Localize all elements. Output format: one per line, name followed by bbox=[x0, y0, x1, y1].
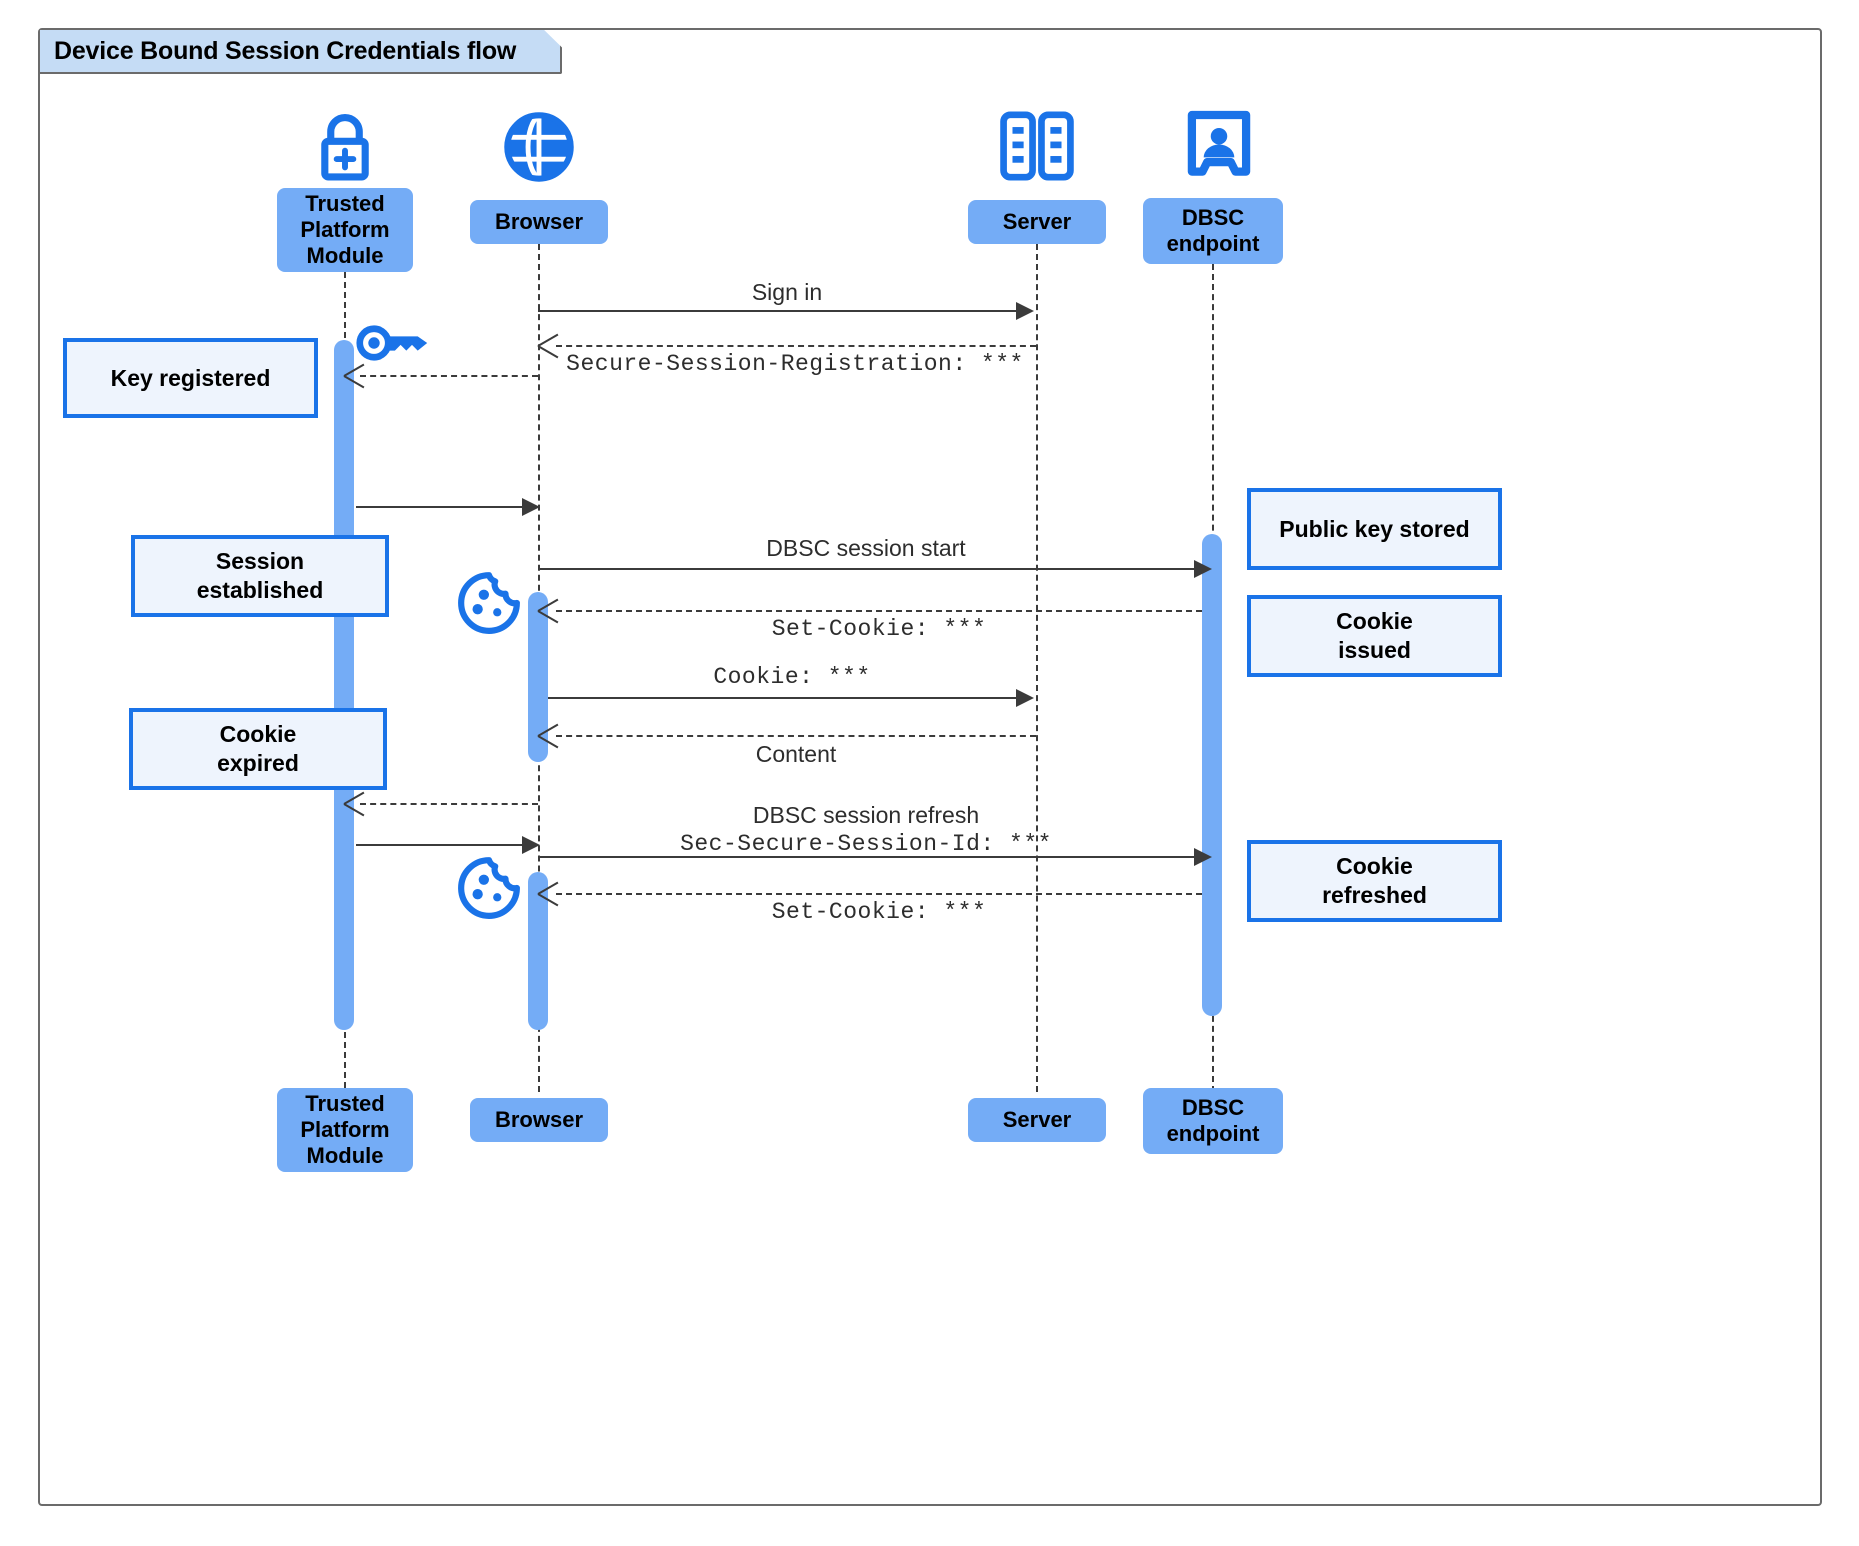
page-title: Device Bound Session Credentials flow bbox=[54, 36, 517, 65]
arrow-head-dbsc-session-start bbox=[1194, 560, 1212, 578]
message-line-sign-in bbox=[538, 310, 1016, 312]
arrow-head-sign-in bbox=[1016, 302, 1034, 320]
message-line-content bbox=[556, 735, 1036, 737]
participant-tpm-bottom[interactable]: Trusted Platform Module bbox=[277, 1088, 413, 1172]
participant-label: Server bbox=[1002, 1107, 1072, 1133]
participant-tpm-top[interactable]: Trusted Platform Module bbox=[277, 188, 413, 272]
participant-dbsc-bottom[interactable]: DBSC endpoint bbox=[1143, 1088, 1283, 1154]
message-line-set-cookie-1 bbox=[556, 610, 1202, 612]
message-line-dbsc-session-refresh bbox=[538, 856, 1194, 858]
lifeline-server bbox=[1036, 244, 1038, 1092]
participant-label: DBSC endpoint bbox=[1166, 1095, 1260, 1146]
participant-browser-top[interactable]: Browser bbox=[470, 200, 608, 244]
message-line-set-cookie-2 bbox=[556, 893, 1202, 895]
arrow-head-refresh-sign-request bbox=[344, 793, 364, 813]
arrow-head-set-cookie-1 bbox=[538, 600, 558, 620]
participant-browser-bottom[interactable]: Browser bbox=[470, 1098, 608, 1142]
arrow-head-content bbox=[538, 725, 558, 745]
message-line-cookie bbox=[548, 697, 1016, 699]
message-label-dbsc-session-start: DBSC session start bbox=[766, 535, 966, 561]
cookie-icon bbox=[456, 855, 522, 921]
note-text: Key registered bbox=[110, 364, 271, 391]
message-label-cookie: Cookie: *** bbox=[713, 664, 871, 690]
message-label-line-2: Sec-Secure-Session-Id: *** bbox=[680, 830, 1052, 857]
cookie-icon bbox=[456, 570, 522, 636]
note-text: Public key stored bbox=[1279, 515, 1470, 542]
message-line-refresh-signature bbox=[356, 844, 522, 846]
message-line-dbsc-session-start bbox=[538, 568, 1194, 570]
globe-icon bbox=[500, 108, 578, 186]
activation-dbsc bbox=[1202, 534, 1222, 1016]
arrow-head-set-cookie-2 bbox=[538, 883, 558, 903]
note-cookie-expired: Cookie expired bbox=[129, 708, 387, 790]
participant-label: Browser bbox=[494, 1107, 584, 1133]
message-label-sign-in: Sign in bbox=[751, 279, 823, 305]
activation-browser-2 bbox=[528, 872, 548, 1030]
message-label-set-cookie-2: Set-Cookie: *** bbox=[771, 899, 987, 925]
arrow-head-key-ready bbox=[522, 498, 540, 516]
participant-label: Server bbox=[1002, 209, 1072, 235]
participant-label: Browser bbox=[494, 209, 584, 235]
message-label-content: Content bbox=[755, 741, 837, 767]
key-icon bbox=[355, 320, 431, 366]
note-public-key-stored: Public key stored bbox=[1247, 488, 1502, 570]
activation-browser-1 bbox=[528, 592, 548, 762]
participant-server-bottom[interactable]: Server bbox=[968, 1098, 1106, 1142]
note-text: Cookie issued bbox=[1336, 608, 1413, 663]
message-label-line-1: DBSC session refresh bbox=[752, 802, 980, 828]
participant-label: Trusted Platform Module bbox=[300, 1091, 390, 1168]
participant-server-top[interactable]: Server bbox=[968, 200, 1106, 244]
lock-plus-icon bbox=[307, 108, 383, 184]
message-line-register-key-request bbox=[360, 375, 538, 377]
message-label-dbsc-session-refresh: DBSC session refresh Sec-Secure-Session-… bbox=[538, 801, 1194, 859]
participant-label: Trusted Platform Module bbox=[300, 191, 390, 268]
arrow-head-dbsc-session-refresh bbox=[1194, 848, 1212, 866]
note-text: Cookie expired bbox=[217, 721, 299, 776]
participant-dbsc-top[interactable]: DBSC endpoint bbox=[1143, 198, 1283, 264]
message-label-set-cookie-1: Set-Cookie: *** bbox=[771, 616, 987, 642]
note-text: Cookie refreshed bbox=[1322, 853, 1427, 908]
diagram-title-tab: Device Bound Session Credentials flow bbox=[40, 30, 562, 74]
message-line-secure-session-registration bbox=[556, 345, 1036, 347]
message-label-secure-session-registration: Secure-Session-Registration: *** bbox=[566, 351, 1024, 377]
arrow-head-register-key-request bbox=[344, 365, 364, 385]
note-cookie-issued: Cookie issued bbox=[1247, 595, 1502, 677]
note-cookie-refreshed: Cookie refreshed bbox=[1247, 840, 1502, 922]
note-text: Session established bbox=[196, 548, 324, 603]
message-line-refresh-sign-request bbox=[360, 803, 538, 805]
message-line-key-ready bbox=[356, 506, 522, 508]
server-racks-icon bbox=[998, 110, 1076, 182]
note-session-established: Session established bbox=[131, 535, 389, 617]
note-key-registered: Key registered bbox=[63, 338, 318, 418]
participant-label: DBSC endpoint bbox=[1166, 205, 1260, 256]
arrow-head-refresh-signature bbox=[522, 836, 540, 854]
arrow-head-cookie bbox=[1016, 689, 1034, 707]
activation-tpm bbox=[334, 340, 354, 1030]
id-badge-icon bbox=[1186, 110, 1252, 186]
